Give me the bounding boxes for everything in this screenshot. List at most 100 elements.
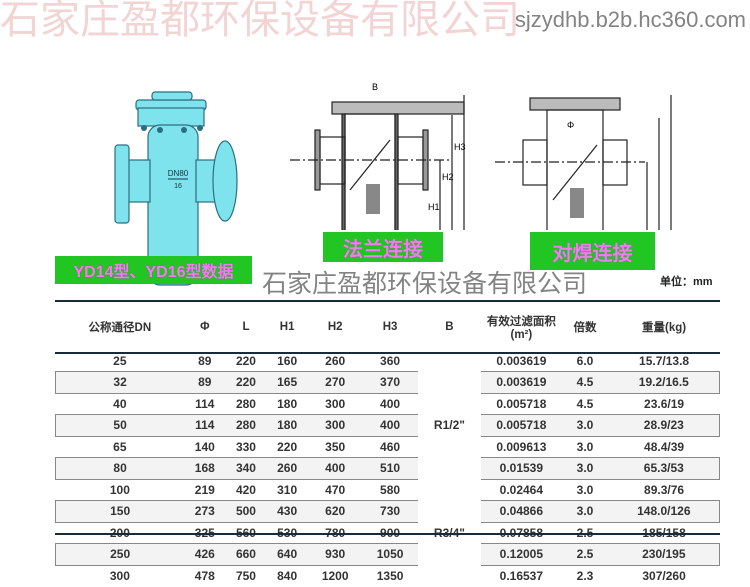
cell-l: 280 bbox=[235, 396, 256, 411]
weld-connection-label: 对焊连接 bbox=[530, 232, 655, 270]
cell-weight: 230/195 bbox=[608, 543, 720, 566]
cell-h2: 260 bbox=[325, 353, 346, 368]
cell-h2: 300 bbox=[307, 414, 363, 437]
cell-ratio: 4.5 bbox=[576, 396, 594, 411]
cell-weight: 307/260 bbox=[642, 569, 686, 583]
dim-h3: H3 bbox=[454, 142, 466, 152]
cell-phi: 140 bbox=[194, 439, 215, 454]
cell-area: 0.003619 bbox=[496, 353, 547, 368]
cell-h2: 400 bbox=[307, 457, 363, 480]
header-b: B bbox=[445, 320, 454, 333]
cell-weight: 65.3/53 bbox=[608, 457, 720, 480]
cell-b bbox=[418, 350, 482, 372]
model-label: YD14型、YD16型数据 bbox=[55, 256, 252, 284]
header-h1: H1 bbox=[279, 320, 295, 333]
cell-phi: 114 bbox=[184, 414, 226, 437]
cell-phi: 89 bbox=[184, 371, 226, 394]
cell-ratio: 2.5 bbox=[561, 522, 608, 544]
cell-weight: 48.4/39 bbox=[644, 439, 685, 454]
dim-b: B bbox=[372, 82, 378, 92]
cell-b bbox=[418, 393, 482, 415]
weld-connection-diagram: Φ bbox=[495, 95, 672, 230]
header-weight: 重量(kg) bbox=[642, 321, 687, 334]
header-h2: H2 bbox=[327, 320, 343, 333]
cell-phi: 114 bbox=[195, 396, 215, 411]
cell-h2: 780 bbox=[308, 522, 363, 544]
cell-l: 280 bbox=[225, 414, 267, 437]
cell-l: 750 bbox=[235, 569, 256, 583]
cell-b bbox=[417, 457, 482, 479]
cell-l: 420 bbox=[235, 482, 256, 497]
cell-h2: 350 bbox=[325, 439, 346, 454]
cell-b bbox=[418, 479, 482, 501]
cell-h3: 510 bbox=[362, 457, 418, 480]
cell-ratio: 4.5 bbox=[561, 371, 609, 394]
cell-l: 330 bbox=[235, 439, 256, 454]
cell-h1: 180 bbox=[277, 396, 298, 411]
cell-phi: 89 bbox=[198, 353, 212, 368]
table-header-row: 公称通径DN Φ L H1 H2 H3 B 有效过滤面积(m²) 倍数 重量(k… bbox=[56, 303, 720, 350]
header-l: L bbox=[242, 320, 250, 333]
cell-h2: 270 bbox=[307, 371, 363, 394]
cell-l: 560 bbox=[225, 522, 266, 544]
cell-area: 0.005718 bbox=[481, 414, 562, 437]
cell-dn: 300 bbox=[109, 569, 130, 583]
header-area: 有效过滤面积(m²) bbox=[486, 315, 556, 341]
cell-h1: 430 bbox=[266, 500, 308, 523]
cell-weight: 185/158 bbox=[609, 522, 720, 544]
cell-h1: 260 bbox=[266, 457, 308, 480]
cell-h1: 640 bbox=[266, 543, 308, 566]
cell-h3: 900 bbox=[363, 522, 418, 544]
cell-phi: 325 bbox=[184, 522, 225, 544]
watermark-company-overlay: 石家庄盈都环保设备有限公司 bbox=[0, 0, 520, 42]
cell-phi: 168 bbox=[184, 457, 226, 480]
cell-h3: 580 bbox=[380, 482, 401, 497]
cell-area: 0.16537 bbox=[499, 569, 544, 583]
dim-h1: H1 bbox=[428, 202, 440, 212]
cell-dn: 50 bbox=[55, 414, 185, 437]
cell-h1: 220 bbox=[277, 439, 298, 454]
cell-phi: 478 bbox=[194, 569, 215, 583]
cell-dn: 250 bbox=[55, 543, 185, 566]
cell-dn: 80 bbox=[55, 457, 185, 480]
cell-h2: 300 bbox=[325, 396, 346, 411]
cell-area: 0.12005 bbox=[481, 543, 562, 566]
pn-marking: 16 bbox=[174, 183, 182, 190]
cell-dn: 32 bbox=[55, 371, 185, 394]
dim-phi: Φ bbox=[567, 120, 574, 130]
cell-h1: 180 bbox=[266, 414, 308, 437]
cell-ratio: 2.3 bbox=[576, 569, 594, 583]
cell-dn: 150 bbox=[55, 500, 185, 523]
cell-dn: 25 bbox=[113, 353, 127, 368]
cell-h3: 400 bbox=[362, 414, 418, 437]
cell-b bbox=[417, 371, 482, 393]
cell-ratio: 2.5 bbox=[561, 543, 609, 566]
cell-h3: 1050 bbox=[362, 543, 418, 566]
table-bottom-rule bbox=[55, 533, 720, 535]
cell-ratio: 3.0 bbox=[576, 439, 594, 454]
cell-l: 220 bbox=[235, 353, 256, 368]
cell-h1: 165 bbox=[266, 371, 308, 394]
cell-l: 500 bbox=[225, 500, 267, 523]
cell-area: 0.04866 bbox=[481, 500, 562, 523]
cell-b: R1/2" bbox=[417, 414, 482, 436]
cell-l: 220 bbox=[225, 371, 267, 394]
cell-dn: 100 bbox=[109, 482, 130, 497]
header-ratio: 倍数 bbox=[573, 321, 597, 334]
table-row: 200325560530780900R3/4"0.078582.5185/158 bbox=[56, 522, 720, 544]
cell-area: 0.02464 bbox=[499, 482, 544, 497]
cell-weight: 89.3/76 bbox=[644, 482, 685, 497]
spec-table: 公称通径DN Φ L H1 H2 H3 B 有效过滤面积(m²) 倍数 重量(k… bbox=[55, 303, 720, 587]
cell-area: 0.003619 bbox=[481, 371, 562, 394]
cell-weight: 148.0/126 bbox=[608, 500, 720, 523]
cell-h3: 730 bbox=[362, 500, 418, 523]
cell-h1: 530 bbox=[267, 522, 308, 544]
cell-h3: 460 bbox=[380, 439, 401, 454]
header-h3: H3 bbox=[382, 320, 398, 333]
